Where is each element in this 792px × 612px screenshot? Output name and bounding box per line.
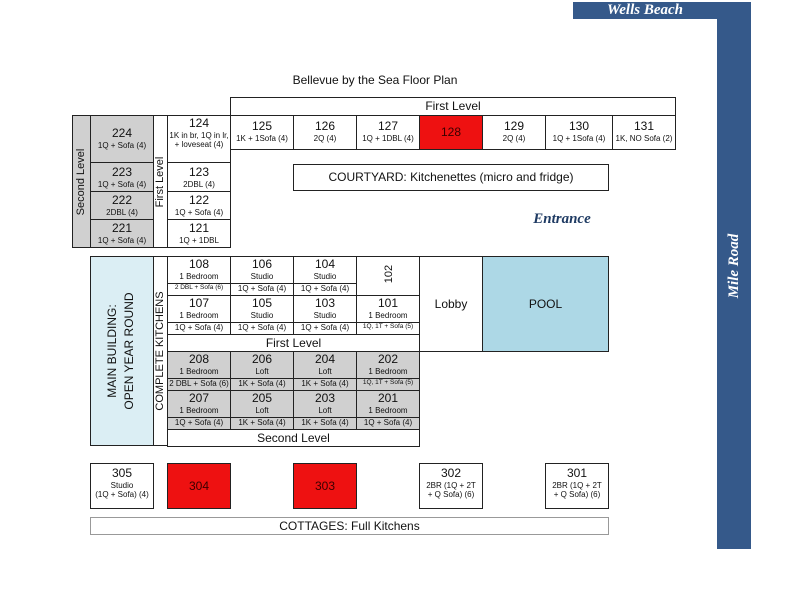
pool[interactable]: POOL [482, 256, 609, 352]
main-first-level-label: First Level [167, 334, 420, 352]
room-102[interactable]: 102 [356, 256, 420, 296]
mile-road-band [717, 2, 751, 549]
mile-road-label: Mile Road [726, 233, 742, 299]
main-building-title: MAIN BUILDING: [105, 304, 119, 398]
complete-kitchens-label: COMPLETE KITCHENS [154, 291, 166, 411]
entrance-label: Entrance [533, 211, 591, 227]
left-wing-first-level-label: First Level [154, 156, 166, 208]
main-building-label: MAIN BUILDING: OPEN YEAR ROUND [104, 271, 140, 431]
room-128[interactable]: 128 [419, 115, 483, 150]
lobby[interactable]: Lobby [419, 256, 483, 352]
cottage-303[interactable]: 303 [293, 463, 357, 509]
left-wing-second-level-label: Second Level [75, 148, 87, 216]
main-building-subtitle: OPEN YEAR ROUND [122, 292, 136, 410]
lobby-label: Lobby [434, 297, 468, 311]
room-102-number: 102 [383, 264, 395, 284]
cottages-label: COTTAGES: Full Kitchens [90, 517, 609, 535]
courtyard-label: COURTYARD: Kitchenettes (micro and fridg… [293, 164, 609, 191]
top-row-level-label: First Level [230, 97, 676, 116]
pool-label: POOL [528, 297, 563, 311]
cottage-304[interactable]: 304 [167, 463, 231, 509]
wells-beach-label: Wells Beach [607, 2, 683, 18]
page-title: Bellevue by the Sea Floor Plan [292, 73, 458, 87]
wells-beach-band [573, 2, 751, 19]
main-second-level-label: Second Level [167, 429, 420, 447]
